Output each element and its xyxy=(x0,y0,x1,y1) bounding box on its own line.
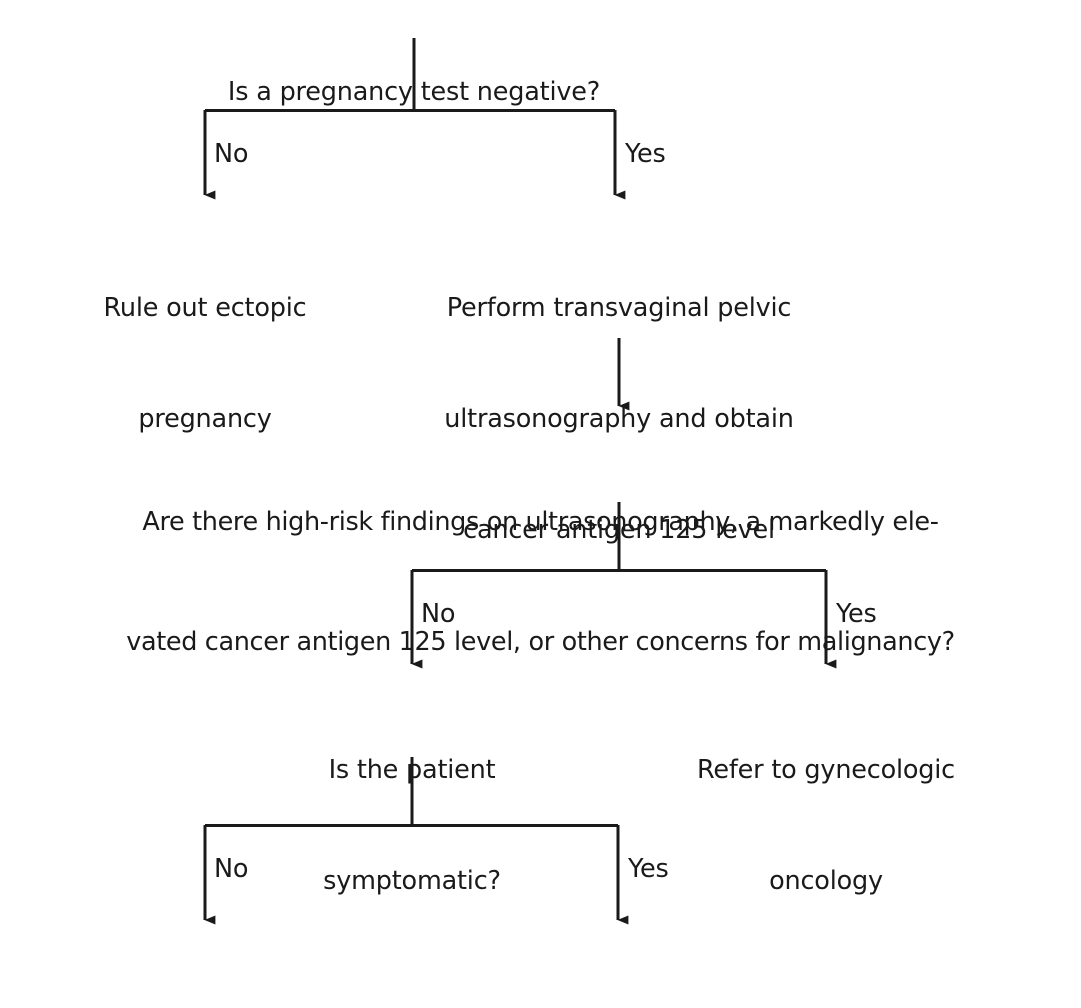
node-line: pregnancy xyxy=(138,404,272,434)
edge-label-branch1-yes: Yes xyxy=(625,139,666,169)
node-line: Is a pregnancy test negative? xyxy=(227,77,601,107)
node-action-refer-gynecology-surgery: Refer to gynecology for surgical evaluat… xyxy=(448,934,788,1008)
node-line: Rule out ectopic xyxy=(103,293,307,323)
edge-label-branch2-no: No xyxy=(421,599,456,629)
node-line: cancer antigen 125 level xyxy=(463,515,775,545)
node-question-patient-symptomatic: Is the patient symptomatic? xyxy=(262,678,562,974)
node-action-provide-observation: Provide observation with surveillance ul… xyxy=(0,934,412,1008)
node-line: Perform transvaginal pelvic xyxy=(446,293,792,323)
node-line: ultrasonography and obtain xyxy=(444,404,794,434)
edge-label-branch3-no: No xyxy=(214,854,249,884)
node-line: Is the patient xyxy=(328,755,496,785)
node-line: vated cancer antigen 125 level, or other… xyxy=(126,627,955,657)
node-action-rule-out-ectopic: Rule out ectopic pregnancy xyxy=(55,216,355,512)
node-question-high-risk-findings: Are there high-risk findings on ultrason… xyxy=(6,422,1075,742)
node-action-refer-gynecologic-oncology: Refer to gynecologic oncology xyxy=(646,678,1006,974)
edge-label-branch3-yes: Yes xyxy=(628,854,669,884)
node-line: Refer to gynecologic xyxy=(697,755,955,785)
node-question-pregnancy-test: Is a pregnancy test negative? xyxy=(114,0,714,185)
edge-label-branch2-yes: Yes xyxy=(836,599,877,629)
node-action-perform-ultrasonography: Perform transvaginal pelvic ultrasonogra… xyxy=(399,216,839,623)
edge-label-branch1-no: No xyxy=(214,139,249,169)
node-line: Are there high-risk findings on ultrason… xyxy=(142,507,939,537)
node-line: symptomatic? xyxy=(323,866,501,896)
node-line: oncology xyxy=(769,866,883,896)
